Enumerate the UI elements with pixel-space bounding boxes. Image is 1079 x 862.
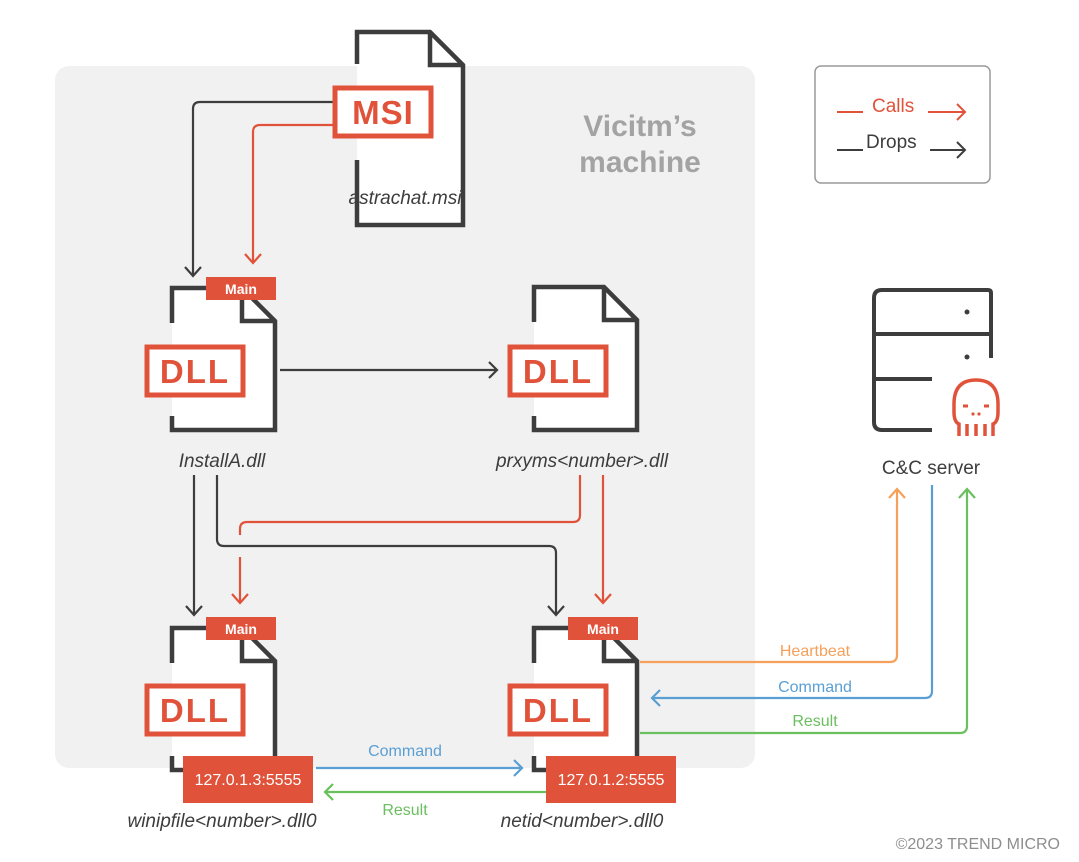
edge-command-cnc-label: Command xyxy=(778,679,852,696)
msi-badge xyxy=(332,85,434,139)
dll-badge xyxy=(507,683,609,737)
legend-drops-label: Drops xyxy=(866,132,917,153)
dll-badge-text: DLL xyxy=(160,692,230,729)
winipfile-filename: winipfile<number>.dll0 xyxy=(127,811,316,832)
dll-badge xyxy=(144,344,246,398)
legend-drops-arrow-icon xyxy=(930,141,967,159)
node-installa[interactable]: Main DLL InstallA.dll xyxy=(144,277,278,472)
dll-badge-text: DLL xyxy=(160,353,230,390)
edge-result-local-label: Result xyxy=(382,802,428,819)
server-icon xyxy=(872,288,993,432)
dll-badge-text: DLL xyxy=(523,692,593,729)
edge-command-local-label: Command xyxy=(368,743,442,760)
edge-heartbeat xyxy=(640,490,899,664)
netid-filename: netid<number>.dll0 xyxy=(501,811,664,832)
arrowhead-icon xyxy=(323,783,334,801)
edge-msi-drops-installa xyxy=(191,100,335,275)
winipfile-address: 127.0.1.3:5555 xyxy=(195,772,302,789)
arrowhead-icon xyxy=(547,605,565,617)
msi-badge-text: MSI xyxy=(352,94,414,131)
legend-calls-arrow-icon xyxy=(928,103,967,121)
node-msi[interactable]: MSI astrachat.msi xyxy=(332,29,466,228)
arrowhead-icon xyxy=(650,689,661,707)
arrowhead-icon xyxy=(513,759,524,777)
node-cnc-server[interactable]: C&C server xyxy=(872,288,1000,479)
legend-calls-label: Calls xyxy=(872,96,914,117)
main-tag-text: Main xyxy=(587,621,619,637)
arrowhead-icon xyxy=(231,593,249,605)
legend-box xyxy=(814,65,991,184)
cnc-server-label: C&C server xyxy=(882,458,981,479)
node-winipfile[interactable]: Main DLL 127.0.1.3:5555 winipfile<number… xyxy=(127,617,317,832)
node-netid[interactable]: Main DLL 127.0.1.2:5555 netid<number>.dl… xyxy=(501,617,676,832)
main-tag-text: Main xyxy=(225,281,257,297)
edge-msi-calls-installa xyxy=(251,123,335,262)
arrowhead-icon xyxy=(244,253,262,265)
edge-result-cnc xyxy=(640,490,969,735)
skull-icon xyxy=(952,378,1000,436)
edge-installa-drops-netid xyxy=(215,475,558,614)
copyright: ©2023 TREND MICRO xyxy=(896,836,1060,853)
arrowhead-icon xyxy=(958,487,976,499)
edge-prxyms-calls-winipfile xyxy=(238,475,582,535)
edge-command-cnc xyxy=(652,485,934,700)
prxyms-filename: prxyms<number>.dll xyxy=(495,451,669,472)
region-title-line2: machine xyxy=(579,146,701,179)
node-prxyms[interactable]: DLL prxyms<number>.dll xyxy=(495,284,669,472)
arrowhead-icon xyxy=(488,361,499,379)
installa-filename: InstallA.dll xyxy=(179,451,266,472)
arrowhead-icon xyxy=(888,487,906,499)
arrowhead-icon xyxy=(185,605,203,617)
dll-badge xyxy=(144,683,246,737)
dll-badge xyxy=(507,344,609,398)
edge-result-cnc-label: Result xyxy=(792,713,838,730)
arrowhead-icon xyxy=(184,266,202,278)
main-tag xyxy=(568,617,638,640)
main-tag xyxy=(206,617,276,640)
address-box xyxy=(546,756,676,803)
arrowhead-icon xyxy=(594,593,612,605)
netid-address: 127.0.1.2:5555 xyxy=(558,772,665,789)
msi-filename: astrachat.msi xyxy=(349,188,463,209)
dll-badge-text: DLL xyxy=(523,353,593,390)
region-title-line1: Vicitm’s xyxy=(583,110,696,143)
edge-heartbeat-label: Heartbeat xyxy=(780,643,851,660)
victim-machine-region xyxy=(55,66,755,768)
legend: Calls Drops xyxy=(814,65,991,184)
main-tag xyxy=(206,277,276,300)
address-box xyxy=(183,756,313,803)
main-tag-text: Main xyxy=(225,621,257,637)
